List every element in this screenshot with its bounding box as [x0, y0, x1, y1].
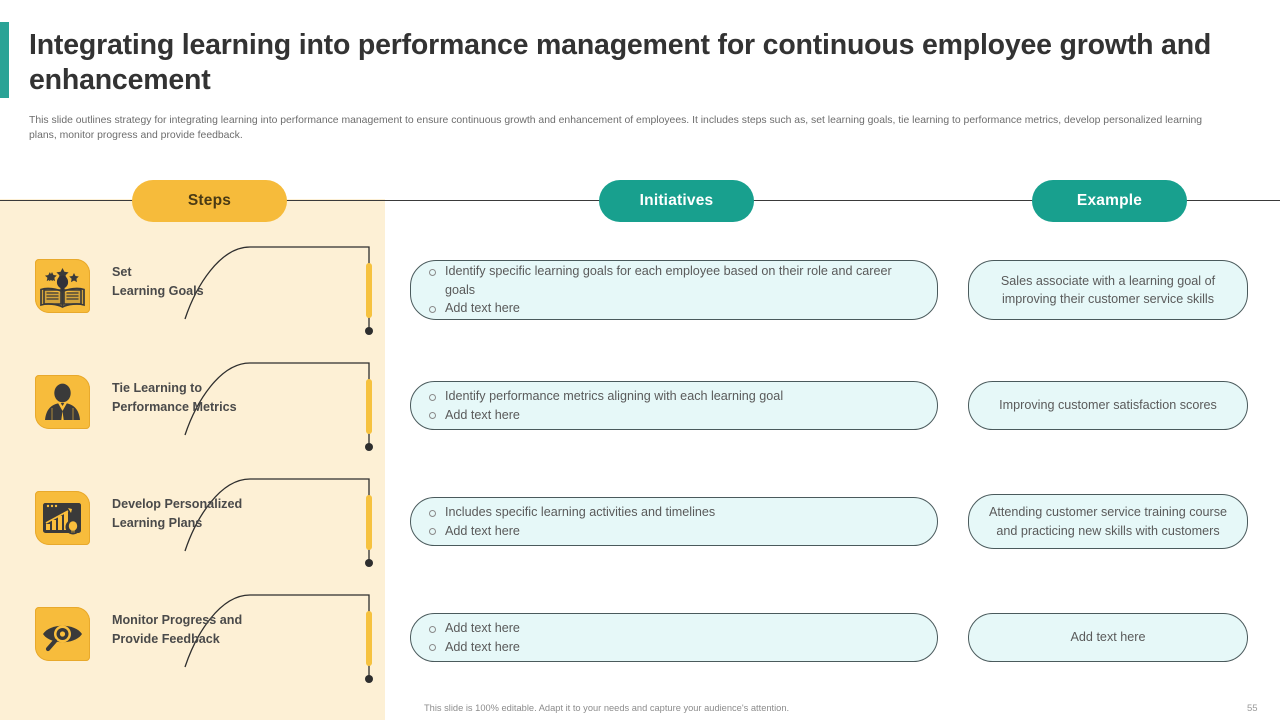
step-label: Set Learning Goals [112, 263, 362, 301]
column-header-initiatives[interactable]: Initiatives [599, 180, 754, 222]
page-title: Integrating learning into performance ma… [29, 29, 1212, 96]
initiatives-list: Identify specific learning goals for eac… [411, 262, 937, 318]
example-box[interactable]: Attending customer service training cour… [968, 494, 1248, 549]
step-label: Tie Learning to Performance Metrics [112, 379, 362, 417]
step-label-line2: Learning Plans [112, 516, 203, 530]
example-text: Improving customer satisfaction scores [999, 398, 1217, 413]
example-box[interactable]: Add text here [968, 613, 1248, 662]
initiatives-box[interactable]: Includes specific learning activities an… [410, 497, 938, 546]
step-label-line1: Set [112, 265, 132, 279]
step-label-line1: Tie Learning to [112, 381, 203, 395]
book-lightbulb-stars-icon [35, 259, 90, 313]
list-item: Identify performance metrics aligning wi… [429, 387, 919, 406]
list-item: Add text here [429, 638, 919, 657]
step-label-line2: Learning Goals [112, 284, 204, 298]
list-item: Add text here [429, 619, 919, 638]
initiatives-list: Add text here Add text here [411, 619, 937, 656]
page-number: 55 [1247, 703, 1258, 714]
example-text: Sales associate with a learning goal of … [1000, 273, 1216, 307]
title-accent-bar [0, 22, 9, 98]
step-row[interactable]: Set Learning Goals [0, 231, 385, 347]
list-item: Includes specific learning activities an… [429, 503, 919, 522]
initiatives-box[interactable]: Identify performance metrics aligning wi… [410, 381, 938, 430]
step-label-line1: Develop Personalized [112, 497, 243, 511]
step-label-line2: Provide Feedback [112, 632, 220, 646]
step-row[interactable]: Monitor Progress and Provide Feedback [0, 579, 385, 695]
example-text: Add text here [1070, 630, 1146, 645]
example-text: Attending customer service training cour… [989, 505, 1227, 538]
eye-magnifier-icon [35, 607, 90, 661]
step-label: Develop Personalized Learning Plans [112, 495, 362, 533]
initiatives-box[interactable]: Identify specific learning goals for eac… [410, 260, 938, 320]
column-header-steps[interactable]: Steps [132, 180, 287, 222]
employee-person-icon [35, 375, 90, 429]
list-item: Add text here [429, 406, 919, 425]
step-label-line1: Monitor Progress and [112, 613, 243, 627]
page-subtitle: This slide outlines strategy for integra… [29, 115, 1203, 141]
step-label-line2: Performance Metrics [112, 400, 237, 414]
column-header-example[interactable]: Example [1032, 180, 1187, 222]
initiatives-list: Includes specific learning activities an… [411, 503, 937, 540]
editable-note: This slide is 100% editable. Adapt it to… [424, 703, 790, 713]
example-box[interactable]: Sales associate with a learning goal of … [968, 260, 1248, 320]
list-item: Add text here [429, 299, 919, 318]
step-row[interactable]: Develop Personalized Learning Plans [0, 463, 385, 579]
example-box[interactable]: Improving customer satisfaction scores [968, 381, 1248, 430]
list-item: Add text here [429, 522, 919, 541]
list-item: Identify specific learning goals for eac… [429, 262, 919, 299]
initiatives-list: Identify performance metrics aligning wi… [411, 387, 937, 424]
step-label: Monitor Progress and Provide Feedback [112, 611, 362, 649]
step-row[interactable]: Tie Learning to Performance Metrics [0, 347, 385, 463]
chart-lightbulb-icon [35, 491, 90, 545]
initiatives-box[interactable]: Add text here Add text here [410, 613, 938, 662]
